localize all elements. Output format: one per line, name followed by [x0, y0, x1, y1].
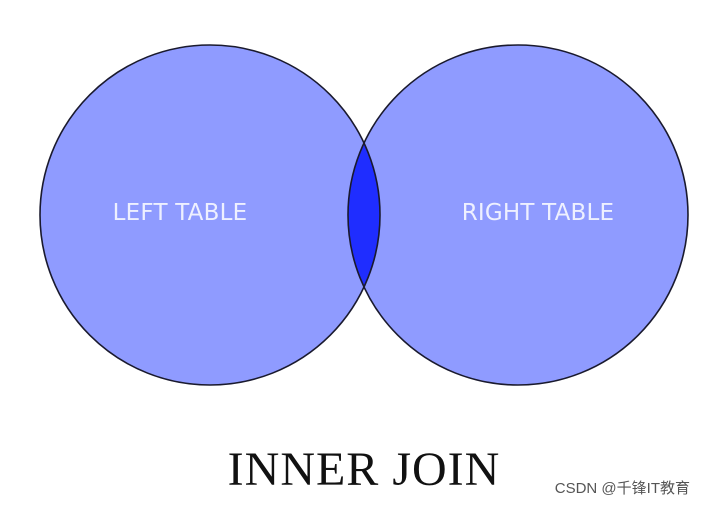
right-table-outline [347, 44, 689, 386]
watermark: CSDN @千锋IT教育 [555, 480, 690, 497]
right-table-label: RIGHT TABLE [462, 200, 615, 226]
left-table-circle [40, 45, 380, 385]
diagram-title: INNER JOIN [228, 443, 501, 496]
left-table-label: LEFT TABLE [113, 200, 248, 226]
right-table-circle [348, 45, 688, 385]
left-table-outline [39, 44, 381, 386]
